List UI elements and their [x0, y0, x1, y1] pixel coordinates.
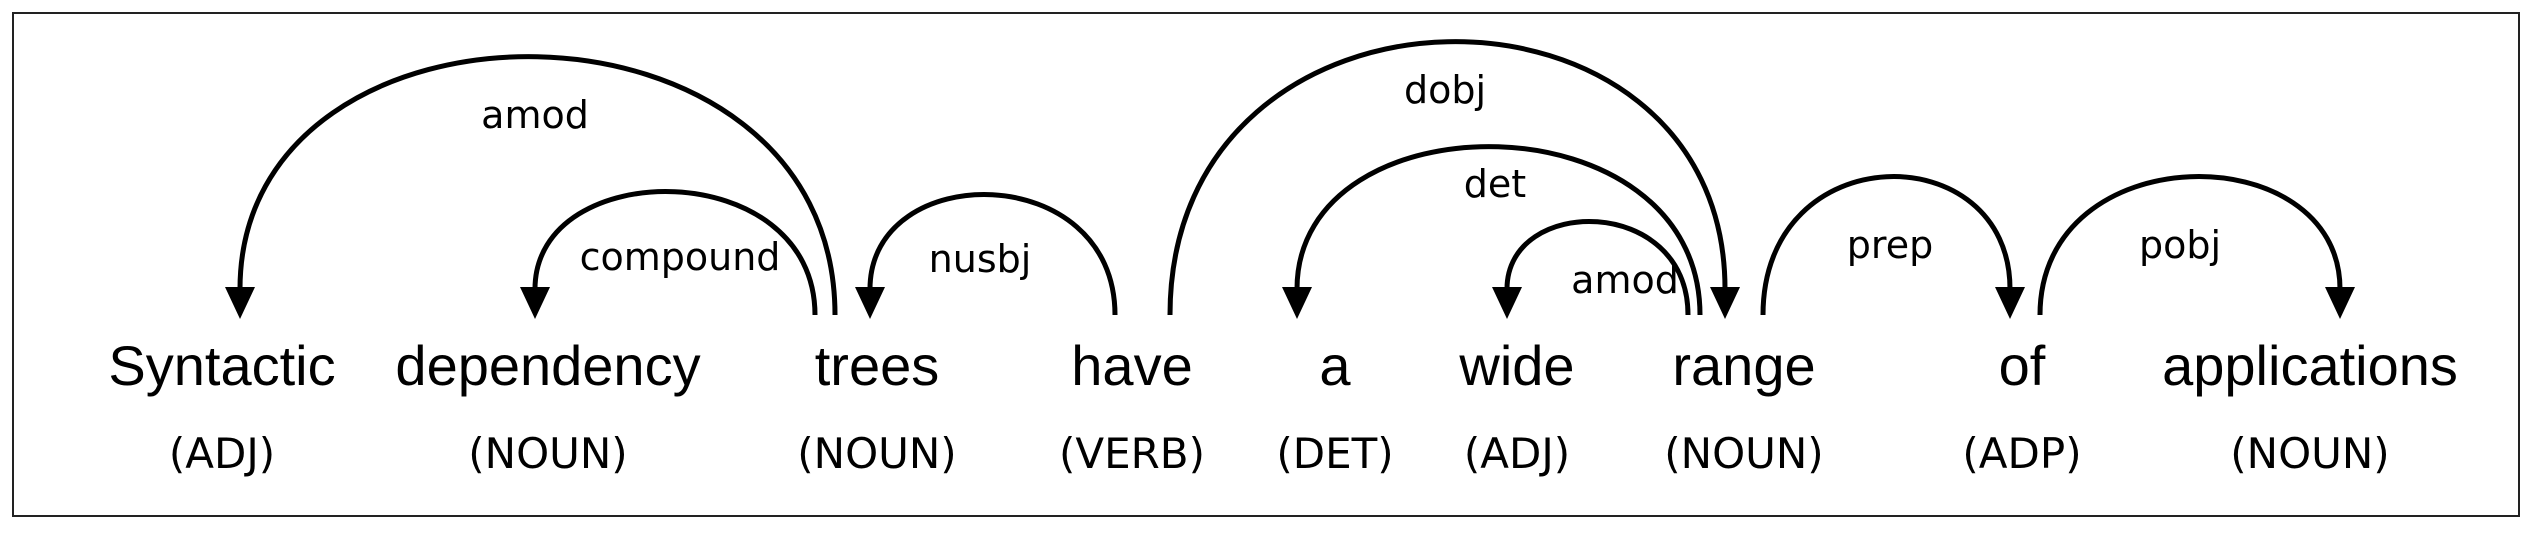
arc-label: nusbj	[929, 237, 1032, 281]
arc-line	[1294, 144, 1703, 316]
pos-tag-applications: (NOUN)	[2230, 429, 2389, 478]
arc-line	[2037, 174, 2343, 316]
arc-label: amod	[481, 93, 589, 137]
tokens-layer: Syntactic dependency trees have a wide r…	[108, 334, 2457, 478]
arrowhead-icon	[1282, 287, 1312, 319]
arrowhead-icon	[520, 287, 550, 319]
arc-label: dobj	[1404, 68, 1486, 112]
arc-line	[1760, 174, 2013, 316]
arrowhead-icon	[855, 287, 885, 319]
pos-tag-of: (ADP)	[1962, 429, 2081, 478]
token-word-dependency: dependency	[395, 334, 700, 397]
arrowhead-icon	[225, 287, 255, 319]
token-word-wide: wide	[1458, 334, 1574, 397]
token-word-a: a	[1319, 334, 1351, 397]
arcs-layer: amod compound nusbj dobj det amod prep pobj	[225, 39, 2355, 319]
arc-label: amod	[1571, 258, 1679, 302]
token-word-have: have	[1071, 334, 1192, 397]
arrowhead-icon	[2325, 287, 2355, 319]
arc-line	[237, 54, 838, 316]
arc-label: compound	[580, 235, 781, 279]
arc-det-a: det	[1282, 144, 1703, 319]
pos-tag-a: (DET)	[1276, 429, 1393, 478]
token-word-applications: applications	[2162, 334, 2458, 397]
token-word-range: range	[1672, 334, 1815, 397]
arc-line	[1167, 39, 1728, 316]
pos-tag-range: (NOUN)	[1664, 429, 1823, 478]
arc-line	[867, 192, 1118, 316]
pos-tag-dependency: (NOUN)	[468, 429, 627, 478]
arc-nusbj-trees: nusbj	[855, 192, 1118, 319]
arc-line	[1504, 219, 1691, 316]
arc-dobj-range: dobj	[1167, 39, 1740, 319]
arc-line	[532, 189, 818, 316]
arrowhead-icon	[1492, 287, 1522, 319]
arc-amod-syntactic: amod	[225, 54, 838, 319]
token-word-trees: trees	[815, 334, 940, 397]
pos-tag-trees: (NOUN)	[797, 429, 956, 478]
pos-tag-syntactic: (ADJ)	[169, 429, 275, 478]
arc-compound-dependency: compound	[520, 189, 818, 319]
arc-prep-of: prep	[1760, 174, 2025, 319]
arc-label: prep	[1847, 223, 1933, 267]
arc-label: det	[1464, 162, 1526, 206]
arc-amod-wide: amod	[1492, 219, 1691, 319]
arc-label: pobj	[2139, 223, 2221, 267]
arrowhead-icon	[1995, 287, 2025, 319]
token-word-of: of	[1999, 334, 2046, 397]
pos-tag-have: (VERB)	[1059, 429, 1205, 478]
diagram-frame	[12, 12, 2520, 517]
arc-pobj-applications: pobj	[2037, 174, 2355, 319]
token-word-syntactic: Syntactic	[108, 334, 335, 397]
arrowhead-icon	[1710, 287, 1740, 319]
pos-tag-wide: (ADJ)	[1464, 429, 1570, 478]
